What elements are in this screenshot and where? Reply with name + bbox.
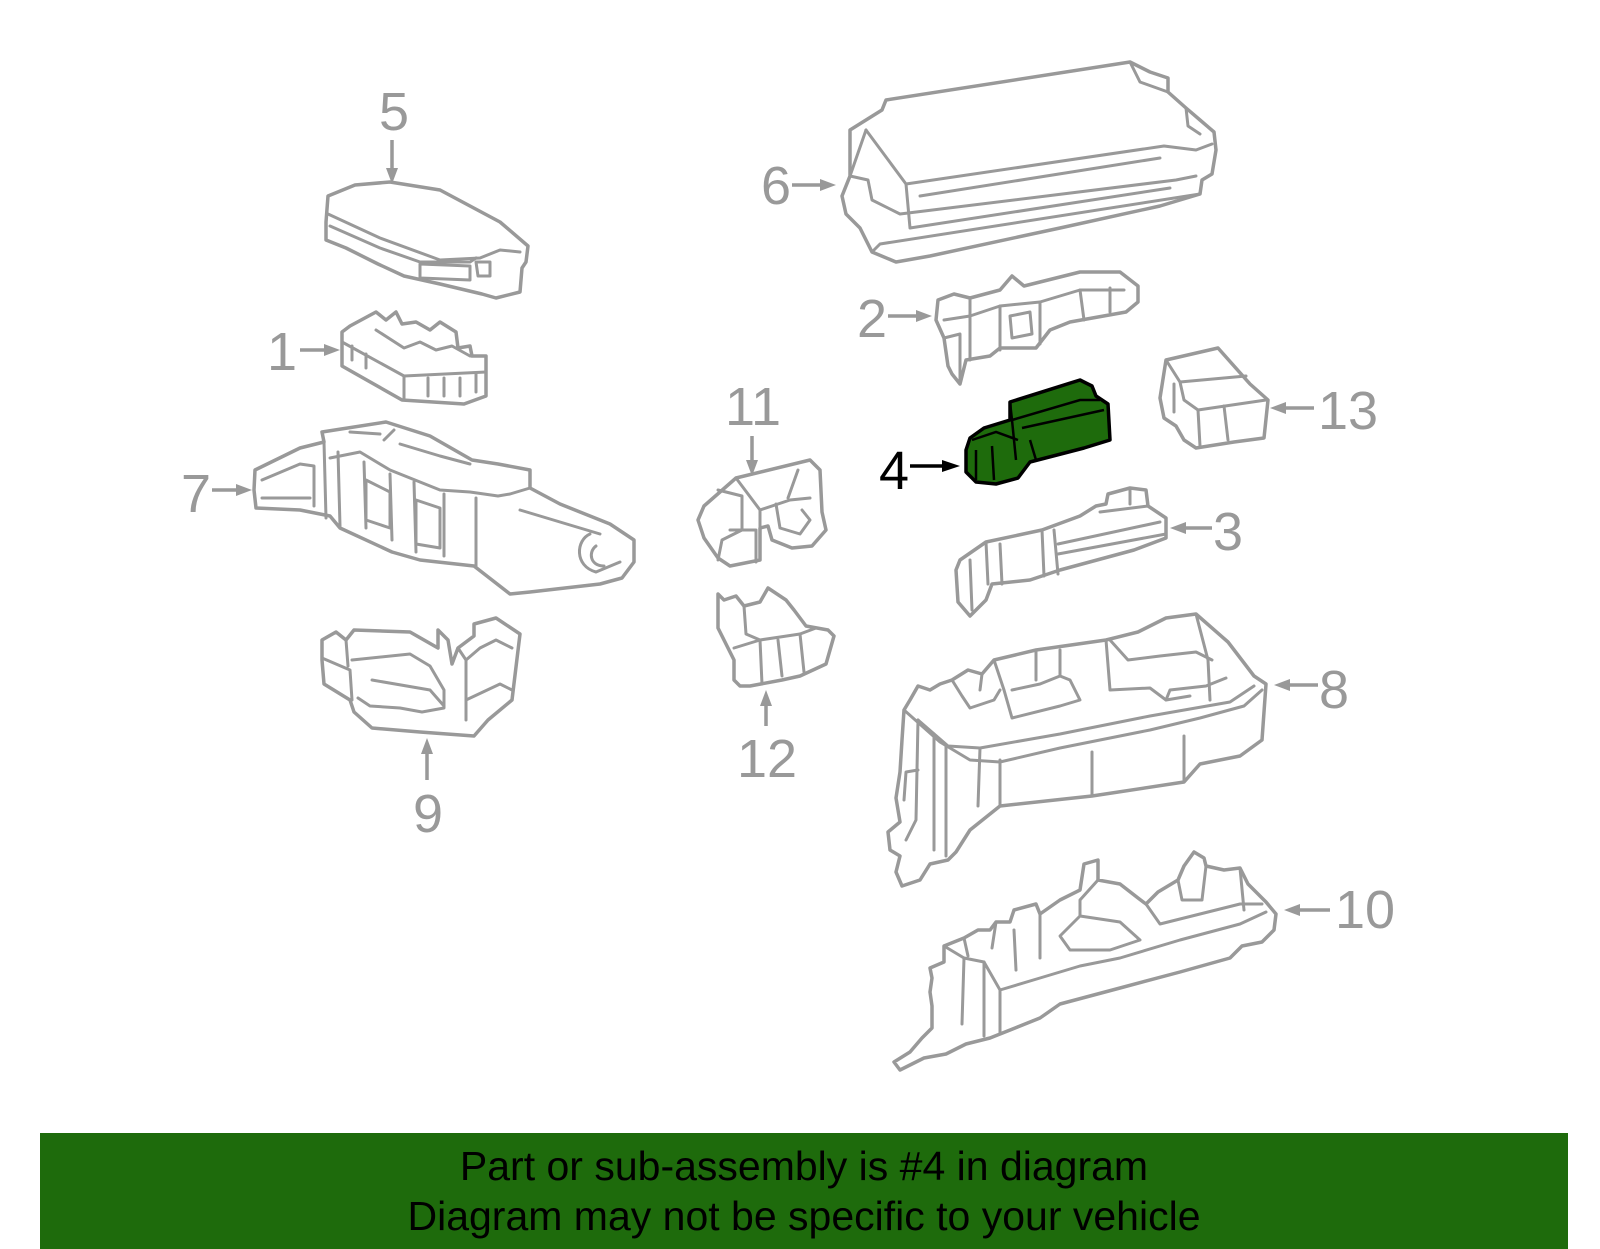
callout-label-6: 6	[761, 156, 791, 216]
part-9-lower-bracket[interactable]	[320, 616, 522, 738]
part-1-relay-block[interactable]	[340, 310, 488, 406]
part-8-fuse-box[interactable]	[886, 612, 1268, 888]
callout-13: 13	[1270, 381, 1378, 441]
callout-label-3: 3	[1213, 502, 1243, 562]
callout-4: 4	[879, 441, 960, 501]
callout-12: 12	[737, 690, 797, 789]
callout-3: 3	[1170, 502, 1243, 562]
callout-7: 7	[181, 464, 252, 524]
callout-1: 1	[267, 322, 340, 382]
callout-label-4: 4	[879, 441, 909, 501]
callout-label-13: 13	[1318, 381, 1378, 441]
callout-label-8: 8	[1319, 660, 1349, 720]
part-7-bracket[interactable]	[252, 420, 636, 596]
callout-5: 5	[379, 82, 409, 184]
callout-8: 8	[1274, 660, 1349, 720]
callout-6: 6	[761, 156, 836, 216]
callout-10: 10	[1284, 880, 1395, 940]
part-11-bracket[interactable]	[696, 458, 828, 568]
part-10-lower-cover[interactable]	[892, 850, 1278, 1072]
callout-11: 11	[725, 377, 781, 476]
banner-vehicle-disclaimer: Diagram may not be specific to your vehi…	[407, 1193, 1201, 1239]
part-3-connector[interactable]	[954, 486, 1168, 618]
callout-label-7: 7	[181, 464, 211, 524]
callout-label-5: 5	[379, 82, 409, 142]
callout-label-9: 9	[413, 784, 443, 844]
parts-diagram: 5 1 7	[181, 60, 1395, 1072]
callout-label-2: 2	[857, 289, 887, 349]
callout-9: 9	[413, 738, 443, 844]
callout-label-10: 10	[1335, 880, 1395, 940]
callout-2: 2	[857, 289, 932, 349]
callout-label-1: 1	[267, 322, 297, 382]
part-5-cover[interactable]	[324, 180, 530, 300]
part-13-relay[interactable]	[1158, 346, 1270, 450]
part-6-top-cover[interactable]	[840, 60, 1218, 264]
part-2-connector[interactable]	[934, 270, 1140, 386]
banner-part-notice: Part or sub-assembly is #4 in diagram	[459, 1143, 1149, 1189]
callout-label-12: 12	[737, 729, 797, 789]
callout-label-11: 11	[725, 377, 781, 437]
part-4-relay-highlighted[interactable]	[964, 378, 1112, 486]
info-banner: Part or sub-assembly is #4 in diagram Di…	[40, 1133, 1568, 1249]
part-12-bracket[interactable]	[716, 586, 836, 688]
